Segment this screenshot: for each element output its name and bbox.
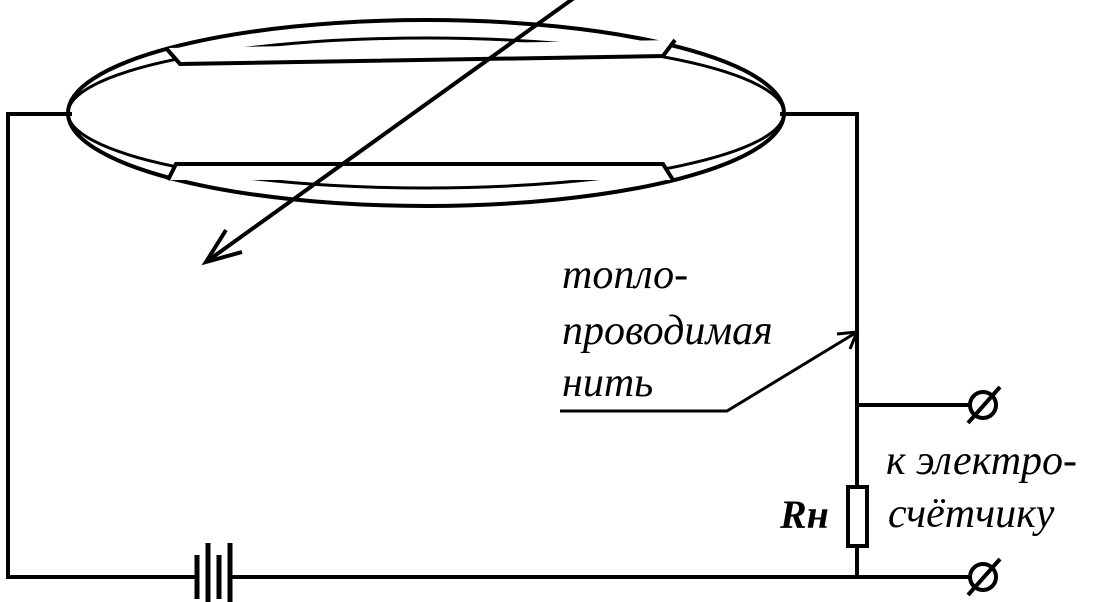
output-label-line1: к электро- <box>886 438 1077 484</box>
filament-leader <box>560 330 860 413</box>
left-wire <box>6 112 199 579</box>
arrow-shaft <box>204 0 575 264</box>
ring-slit-top <box>164 38 677 67</box>
filament-label-line3: нить <box>562 360 653 406</box>
terminal-top <box>966 385 1002 425</box>
right-wire <box>780 112 859 489</box>
circuit-wires <box>6 112 971 579</box>
ring <box>66 18 786 208</box>
resistor-icon <box>846 485 869 548</box>
battery-icon <box>194 543 233 602</box>
resistor-label: Rн <box>779 492 829 537</box>
filament-label-line2: проводимая <box>562 308 773 354</box>
particle-arrow <box>201 0 575 266</box>
output-label-line2: счётчику <box>888 491 1055 537</box>
terminal-bottom <box>966 557 1002 597</box>
arrow-head <box>201 228 243 266</box>
filament-label-line1: топло- <box>562 252 688 298</box>
ring-slit-bottom <box>166 162 675 182</box>
